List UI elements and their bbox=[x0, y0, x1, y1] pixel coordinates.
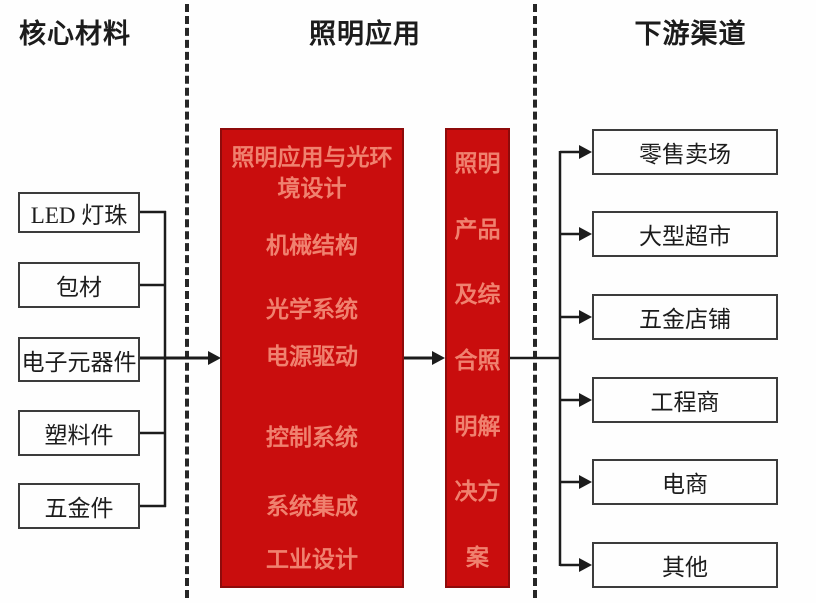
application-line: 照明应用与光环境设计 bbox=[231, 145, 393, 201]
channel-box-supermarkets: 大型超市 bbox=[592, 211, 778, 257]
arrowhead-engineering bbox=[579, 393, 592, 407]
material-box-electronic-components: 电子元器件 bbox=[18, 337, 140, 382]
arrowhead-retail-stores bbox=[579, 145, 592, 159]
application-line: 工业设计 bbox=[266, 547, 358, 572]
column-divider-left bbox=[185, 4, 189, 598]
arrowhead-hardware-shops bbox=[579, 310, 592, 324]
application-line: 机械结构 bbox=[266, 233, 358, 258]
channel-box-hardware-shops: 五金店铺 bbox=[592, 294, 778, 340]
material-box-plastic-parts: 塑料件 bbox=[18, 410, 140, 456]
channel-box-others: 其他 bbox=[592, 542, 778, 588]
lighting-application-box: 照明应用与光环境设计 机械结构 光学系统 电源驱动 控制系统 系统集成 工业设计 bbox=[220, 128, 404, 588]
column-header-downstream-channels: 下游渠道 bbox=[634, 19, 747, 49]
application-line: 系统集成 bbox=[266, 494, 358, 519]
arrowhead-others bbox=[579, 558, 592, 572]
channel-box-retail-stores: 零售卖场 bbox=[592, 129, 778, 175]
column-divider-right bbox=[533, 4, 537, 598]
channel-box-engineering: 工程商 bbox=[592, 377, 778, 423]
application-line: 光学系统 bbox=[266, 297, 358, 322]
solution-line: 合照 bbox=[454, 347, 501, 373]
arrowhead-supermarkets bbox=[579, 227, 592, 241]
channel-box-ecommerce: 电商 bbox=[592, 459, 778, 505]
solution-line: 及综 bbox=[454, 282, 501, 308]
column-header-lighting-application: 照明应用 bbox=[309, 19, 421, 49]
arrowhead-application-to-solution bbox=[432, 351, 445, 365]
solution-line: 决方 bbox=[454, 479, 501, 505]
material-box-packaging: 包材 bbox=[18, 262, 140, 308]
column-header-core-materials: 核心材料 bbox=[19, 19, 131, 49]
solution-line: 案 bbox=[466, 544, 489, 570]
solution-line: 明解 bbox=[454, 413, 501, 439]
solution-line: 产品 bbox=[454, 216, 501, 242]
solution-line: 照明 bbox=[454, 151, 501, 176]
application-line: 控制系统 bbox=[266, 425, 358, 450]
arrowhead-ecommerce bbox=[579, 475, 592, 489]
lighting-solution-box: 照明 产品 及综 合照 明解 决方 案 bbox=[445, 128, 510, 588]
material-box-hardware-parts: 五金件 bbox=[18, 483, 140, 529]
material-box-led-beads: LED 灯珠 bbox=[18, 192, 140, 233]
application-line: 电源驱动 bbox=[266, 344, 358, 369]
